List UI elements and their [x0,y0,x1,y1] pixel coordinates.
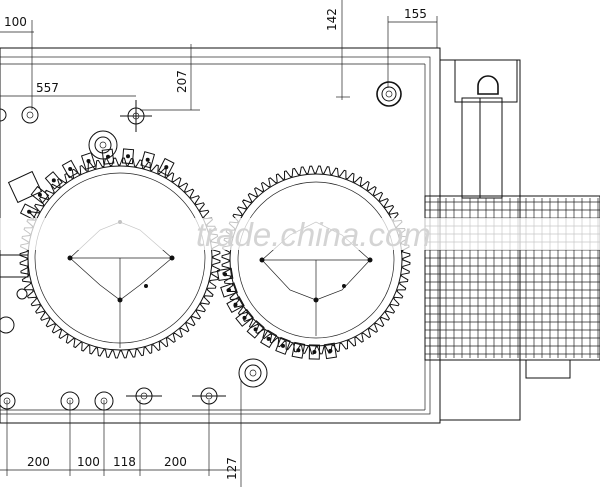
gripper-clamp [157,157,175,177]
gripper-clamp [19,203,39,221]
right-gripper-clamps [216,267,338,360]
bottom-bolts [0,387,226,411]
gripper-clamp [30,185,50,204]
gripper-clamp [246,320,265,339]
dim-155: 155 [404,7,427,21]
dim-557: 557 [36,81,59,95]
gripper-clamp [323,342,338,360]
right-gear-teeth [221,165,411,355]
top-right-bearing [376,81,402,107]
gripper-clamp [44,171,63,190]
dim-127: 127 [225,457,239,480]
dim-118: 118 [113,455,136,469]
gripper-clamp [61,159,79,179]
watermark-text: trade.china.com [196,216,431,253]
gripper-clamp [80,152,97,170]
gripper-clamp [121,148,135,165]
gripper-clamp [216,267,234,282]
left-side-brackets [0,170,43,334]
dim-200-left: 200 [27,455,50,469]
left-gripper-clamps [19,148,175,221]
gripper-clamp [291,341,306,359]
gripper-clamp [101,148,115,165]
top-center-adjuster [120,100,152,132]
gripper-clamp [220,282,238,298]
idler-wheel-bottom [238,358,268,388]
top-left-bolts [0,106,39,124]
gripper-clamp [260,329,278,349]
bottom-dimensions: 200 100 118 200 127 [0,380,242,487]
left-gear-teeth [19,157,221,359]
dim-100-bottom: 100 [77,455,100,469]
idler-wheel-top [88,130,118,160]
gripper-clamp [140,151,156,169]
gripper-clamp [226,296,245,314]
dim-200-right: 200 [164,455,187,469]
dim-100-top: 100 [4,15,27,29]
dim-142: 142 [325,8,339,31]
gripper-clamp [275,336,291,355]
gripper-clamp [235,308,254,327]
top-dimensions: 100 557 207 142 155 [0,0,438,111]
dim-207: 207 [175,70,189,93]
gripper-clamp [308,344,321,360]
